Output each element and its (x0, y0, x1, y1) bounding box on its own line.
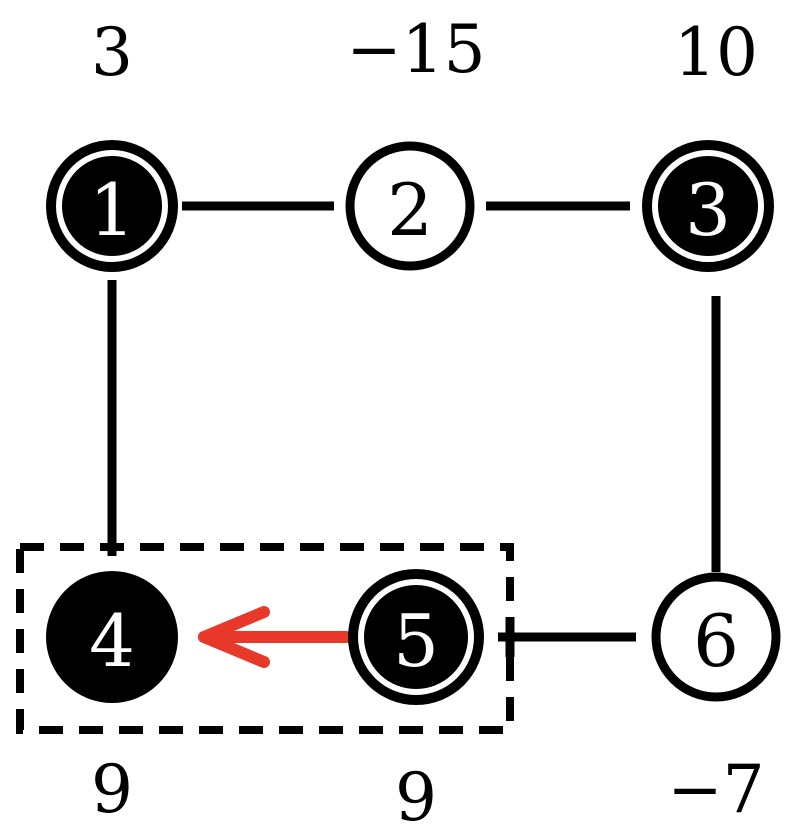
node-6-label: 6 (693, 599, 739, 683)
weight-label-node-2: −15 (346, 11, 485, 88)
node-4-label: 4 (89, 599, 135, 683)
node-1-label: 1 (89, 168, 135, 252)
weight-label-node-5: 9 (395, 759, 437, 836)
node-1: 1 (46, 140, 178, 272)
highlight-arrowhead (198, 606, 270, 668)
node-2: 2 (345, 141, 475, 271)
weight-label-node-3: 10 (674, 14, 758, 91)
selection-group-box (16, 543, 514, 734)
node-3: 3 (642, 140, 774, 272)
weight-label-node-6: −7 (667, 751, 764, 828)
node-6: 6 (651, 572, 781, 702)
weight-label-node-4: 9 (91, 751, 133, 828)
node-5: 5 (348, 569, 484, 705)
weight-label-node-1: 3 (91, 14, 133, 91)
highlight-arrow-5-to-4 (198, 606, 352, 668)
node-5-label: 5 (393, 599, 439, 683)
node-4: 4 (46, 571, 178, 703)
node-2-label: 2 (387, 168, 433, 252)
node-3-label: 3 (685, 168, 731, 252)
